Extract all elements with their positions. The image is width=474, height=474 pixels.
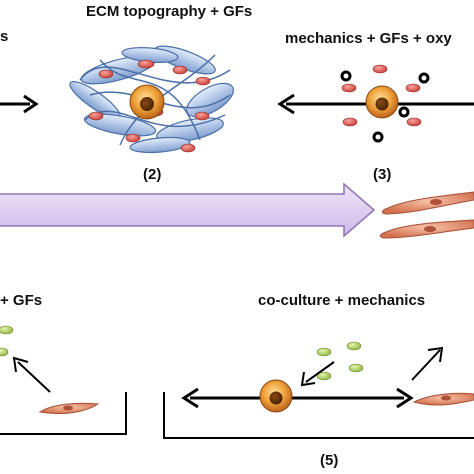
fibroblast-cell-icon — [379, 191, 474, 239]
culture-well-icon — [0, 392, 127, 435]
stem-cell-icon — [259, 379, 293, 413]
panel-3-label: (3) — [373, 166, 392, 183]
stem-cell-icon — [365, 85, 399, 119]
culture-well-icon — [163, 392, 474, 439]
oxygen-molecule-icon — [340, 70, 430, 143]
growth-factor-icon — [341, 64, 422, 127]
panel-5-cell-arrow — [411, 346, 444, 381]
stem-cell-icon — [129, 84, 165, 120]
panel-5-stretch-arrow — [181, 387, 414, 409]
bottom-left-partial-label: + GFs — [0, 292, 43, 309]
panel-1-arrow — [0, 94, 39, 114]
panel-5-label: (5) — [320, 452, 339, 469]
fibroblast-cell-icon — [412, 392, 474, 406]
growth-factor-icon — [316, 341, 364, 381]
coculture-mechanics-label: co-culture + mechanics — [258, 292, 426, 309]
mechanics-gfs-oxy-label: mechanics + GFs + oxy — [285, 30, 452, 47]
fibroblast-cell-icon — [38, 402, 100, 415]
top-left-partial-label: s — [0, 28, 9, 45]
panel-4-arrow — [12, 356, 51, 393]
ecm-scaffold-icon — [69, 45, 234, 154]
growth-factor-icon — [0, 325, 14, 357]
panel-2-label: (2) — [143, 166, 162, 183]
panel-5-gf-arrow — [300, 361, 335, 387]
progress-arrow-icon — [0, 182, 376, 238]
ecm-topography-label: ECM topography + GFs — [86, 3, 253, 20]
